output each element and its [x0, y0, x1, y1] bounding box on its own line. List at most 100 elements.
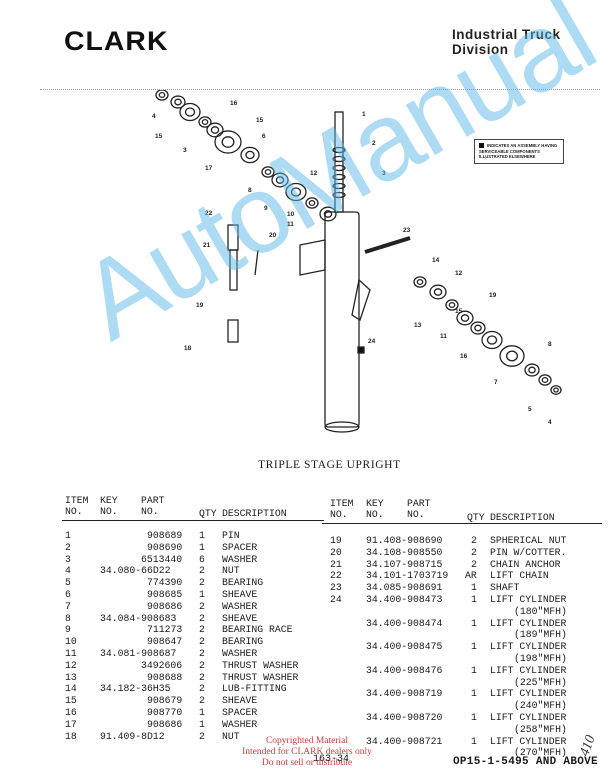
col-part: PART: [141, 495, 165, 506]
ring-bore: [221, 136, 235, 148]
qty: 2: [199, 695, 205, 707]
col-description: DESCRIPTION: [222, 508, 287, 519]
description: BEARING: [222, 636, 264, 648]
part-no: 908690: [407, 535, 443, 546]
description: LIFT CYLINDER: [490, 641, 567, 653]
key-no: 34.400-: [366, 735, 408, 747]
description: THRUST WASHER: [222, 659, 299, 671]
item-no: 10: [65, 636, 77, 648]
sheave-ring: [499, 345, 525, 367]
description: PIN: [222, 530, 240, 541]
key-no: 34.085-: [366, 582, 408, 594]
part-no: 908550: [407, 546, 443, 558]
item-no: 19: [330, 535, 342, 546]
col-part-no: NO.: [141, 506, 159, 517]
key-no: 91.408-: [366, 535, 408, 546]
page-title: TRIPLE STAGE UPRIGHT: [258, 459, 401, 471]
callout-number: 16: [230, 100, 238, 107]
col-key-no: NO.: [100, 506, 118, 517]
qty: 1: [199, 707, 205, 718]
callout-number: 17: [205, 165, 213, 172]
col-item: ITEM: [330, 498, 354, 509]
qty: 1: [471, 735, 477, 747]
ring-bore: [541, 376, 549, 384]
part-no: 908475: [407, 641, 443, 653]
qty: 2: [199, 648, 205, 659]
key-no: 34.182-: [100, 683, 142, 695]
callout-number: 3: [183, 147, 187, 154]
callout-number: 16: [460, 353, 468, 360]
key-no: 34.400-: [366, 712, 408, 723]
part-no: 774390: [147, 577, 183, 589]
description-continued: (240"MFH): [514, 700, 567, 712]
item-no: 4: [65, 565, 71, 577]
part-no: 908476: [407, 664, 443, 676]
item-no: 15: [65, 695, 77, 707]
sheave-ring: [179, 102, 201, 122]
part-no: 908719: [407, 688, 443, 700]
callout-number: 6: [262, 133, 266, 140]
col-item: ITEM: [65, 495, 89, 506]
qty: 1: [471, 582, 477, 594]
callout-number: 10: [287, 211, 295, 218]
col-part: PART: [407, 498, 431, 509]
callout-number: 19: [489, 292, 497, 299]
handwritten-note: 410: [577, 733, 599, 759]
item-no: 17: [65, 718, 77, 730]
col-description: DESCRIPTION: [490, 512, 555, 523]
description: LIFT CYLINDER: [490, 617, 567, 629]
cotter-pin: [254, 249, 259, 276]
description-continued: (180"MFH): [514, 605, 567, 617]
key-no: 91.409-: [100, 730, 142, 742]
qty: 1: [199, 530, 205, 541]
ring-bore: [210, 126, 220, 134]
description: PIN W/COTTER.: [490, 546, 567, 558]
description: CHAIN ANCHOR: [490, 558, 561, 570]
part-no: 8D12: [141, 730, 165, 742]
part-no: 36H35: [141, 683, 171, 695]
key-no: 34.400-: [366, 617, 408, 629]
callout-number: 11: [440, 333, 447, 340]
qty: 2: [199, 600, 205, 612]
description-continued: (225"MFH): [514, 676, 567, 688]
item-no: 8: [65, 612, 71, 624]
part-no: 66D22: [141, 565, 171, 577]
ring-bore: [275, 176, 285, 184]
callout-number: 18: [184, 345, 192, 352]
description: LUB-FITTING: [222, 683, 287, 695]
sheave-ring: [470, 321, 486, 335]
part-no: 908770: [147, 707, 183, 718]
ring-bore: [528, 366, 536, 374]
part-no: 908690: [147, 541, 183, 553]
description: WASHER: [222, 600, 258, 612]
mount-bracket: [299, 239, 326, 276]
description: WASHER: [222, 718, 258, 730]
qty: 1: [471, 688, 477, 700]
spherical-nut: [227, 319, 239, 343]
item-no: 1: [65, 530, 71, 541]
description: LIFT CHAIN: [490, 570, 549, 582]
callout-number: 12: [310, 170, 318, 177]
item-no: 18: [65, 730, 77, 742]
col-item-no: NO.: [330, 509, 348, 520]
sheave-ring: [481, 330, 503, 350]
col-qty: QTY: [199, 508, 217, 519]
shaft: [364, 236, 411, 254]
callout-number: 12: [455, 270, 463, 277]
part-no: 908720: [407, 712, 443, 723]
qty: 1: [471, 712, 477, 723]
item-no: 6: [65, 589, 71, 600]
qty: 1: [199, 541, 205, 553]
callout-number: 13: [414, 322, 422, 329]
description: SPACER: [222, 541, 258, 553]
ring-bore: [553, 387, 559, 393]
part-no: 908686: [147, 600, 183, 612]
col-key-no: NO.: [366, 509, 384, 520]
item-no: 12: [65, 659, 77, 671]
description-continued: (198"MFH): [514, 652, 567, 664]
sheave-ring: [285, 182, 307, 202]
sheave-ring: [155, 90, 169, 101]
item-no: 2: [65, 541, 71, 553]
division-line-2: Division: [452, 42, 509, 57]
